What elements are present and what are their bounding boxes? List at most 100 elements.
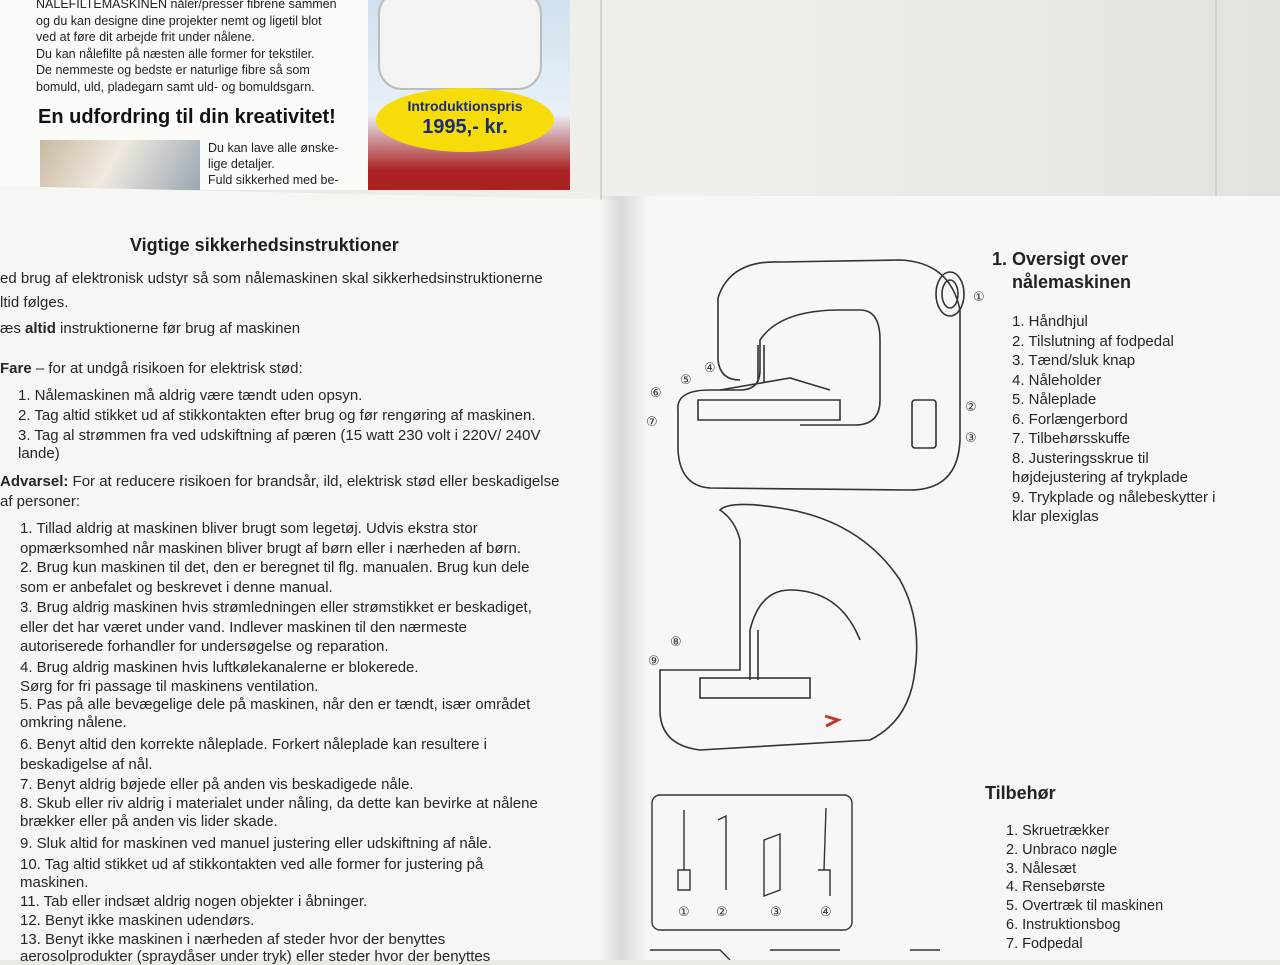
accessory-item: 3. Nålesæt [1006,860,1077,877]
warning-item: brækker eller på anden vis lider skade. [20,813,278,830]
part-item: klar plexiglas [1012,508,1099,525]
wall-plank-seam [1215,0,1217,200]
accessories-drawing [650,794,940,960]
read-prefix: æs [0,320,26,337]
warning-item: 8. Skub eller riv aldrig i materialet un… [20,795,538,812]
brochure-felting-photo [40,140,200,190]
booklet-right-page [618,196,1280,960]
callout-8: ⑧ [670,635,682,650]
part-item: 8. Justeringsskrue til [1012,449,1149,467]
booklet-left-page [0,186,640,960]
intro-line: ltid følges. [0,294,69,311]
accessory-item: 4. Rensebørste [1006,879,1106,896]
machine-diagram: ① ② ③ ④ ⑤ ⑥ ⑦ ⑧ ⑨ ① ② ③ ④ [646,259,985,960]
callout-7: ⑦ [646,415,658,430]
warning-item: 9. Sluk altid for maskinen ved manuel ju… [20,835,492,852]
warning-item: opmærksomhed når maskinen bliver brugt a… [20,540,522,557]
brochure-small-line: lige detaljer. [208,157,275,171]
warning-text: For at reducere risikoen for brandsår, i… [68,473,560,490]
accessory-callout-3: ③ [770,905,782,920]
callout-1: ① [973,290,985,305]
accessory-item: 2. Unbraco nøgle [1006,841,1118,858]
brochure-heading: En udfordring til din kreativitet! [38,106,336,128]
accessory-item: 7. Fodpedal [1006,935,1083,952]
callout-6: ⑥ [650,386,662,401]
accessory-item: 5. Overtræk til maskinen [1006,898,1164,915]
warning-item: 3. Brug aldrig maskinen hvis strømlednin… [20,599,532,616]
accessories-list: 1. Skruetrækker 2. Unbraco nøgle 3. Nåle… [1006,822,1163,954]
warning-item: 12. Benyt ikke maskinen udendørs. [20,912,255,929]
danger-heading: Fare – for at undgå risikoen for elektri… [0,360,303,377]
price-badge-label: Introduktionspris [407,98,523,114]
warning-item: autoriserede forhandler for undersøgelse… [20,638,389,655]
brochure-line: ved at føre dit arbejde frit under nålen… [36,30,255,44]
price-badge-price: 1995,- kr. [422,116,508,138]
accessory-callout-2: ② [716,905,728,920]
warning-item: maskinen. [20,874,89,891]
read-suffix: instruktionerne før brug af maskinen [55,320,301,337]
brochure-line: og du kan designe dine projekter nemt og… [36,13,322,28]
part-item: 4. Nåleholder [1012,371,1102,389]
warning-item: 10. Tag altid stikket ud af stikkontakte… [20,856,484,873]
warning-item: 5. Pas på alle bevægelige dele på maskin… [20,696,531,713]
accessory-callout-1: ① [678,905,690,920]
warning-item: 13. Benyt ikke maskinen i nærheden af st… [20,931,446,948]
part-item: 3. Tænd/sluk knap [1012,352,1136,369]
callout-2: ② [965,400,977,415]
brochure: NÅLEFILTEMASKINEN nåler/presser fibrene … [0,0,570,190]
warning-text-2: af personer: [0,493,81,510]
brochure-small-line: Fuld sikkerhed med be- [208,173,339,187]
warning-item: 4. Brug aldrig maskinen hvis luftkølekan… [20,659,419,676]
safety-title: Vigtige sikkerhedsinstruktioner [130,235,399,255]
overview-title-line: 1. Oversigt over [992,249,1129,269]
part-item: højdejustering af trykplade [1012,469,1188,486]
warning-item: beskadigelse af nål. [20,756,153,773]
machine-side-view-drawing [659,503,918,751]
part-item: 6. Forlængerbord [1012,410,1128,428]
part-item: 5. Nåleplade [1012,391,1097,408]
brochure-small-line: Du kan lave alle ønske- [208,141,339,155]
warning-item: omkring nålene. [20,714,127,731]
callout-5: ⑤ [680,373,692,388]
danger-item: 2. Tag altid stikket ud af stikkontakten… [18,407,536,424]
brochure-line: bomuld, uld, pladegarn samt uld- og bomu… [36,79,315,94]
danger-text: – for at undgå risikoen for elektrisk st… [31,360,303,377]
read-bold: altid [25,320,56,337]
callout-3: ③ [965,431,977,446]
brochure-line: NÅLEFILTEMASKINEN nåler/presser fibrene … [36,0,337,11]
danger-item: 3. Tag al strømmen fra ved udskiftning a… [18,427,541,444]
brochure-machine-image [378,0,542,90]
danger-bold: Fare [0,360,32,377]
warning-item: aerosolprodukter (spraydåser under tryk)… [20,948,491,965]
part-item: 7. Tilbehørsskuffe [1012,430,1131,447]
part-item: 1. Håndhjul [1012,313,1088,330]
machine-top-view-drawing [677,259,965,491]
warning-heading: Advarsel: For at reducere risikoen for b… [0,473,559,490]
callout-9: ⑨ [648,654,660,669]
overview-title-line: nålemaskinen [1012,272,1132,292]
accessory-item: 1. Skruetrækker [1006,823,1110,839]
accessories-title: Tilbehør [985,783,1056,803]
warning-item: 11. Tab eller indsæt aldrig nogen objekt… [20,893,368,910]
danger-item: lande) [18,445,60,462]
part-item: 9. Trykplade og nålebeskytter i [1012,488,1216,506]
booklet-gutter-shadow [600,196,648,960]
callout-numbers: ① ② ③ ④ ⑤ ⑥ ⑦ ⑧ ⑨ ① ② ③ ④ [646,290,985,920]
read-instructions-line: æs altid instruktionerne før brug af mas… [0,320,300,337]
brochure-small-text: Du kan lave alle ønske- lige detaljer. F… [208,140,339,188]
callout-4: ④ [704,361,716,376]
warning-item: som er anbefalet og beskrevet i denne ma… [20,579,333,596]
overview-title: 1. Oversigt over nålemaskinen [992,248,1131,294]
warning-bold: Advarsel: [0,473,69,490]
price-badge: Introduktionspris 1995,- kr. [376,88,554,152]
accessory-callout-4: ④ [820,905,832,920]
danger-item: 1. Nålemaskinen må aldrig være tændt ude… [18,387,363,404]
brochure-line: De nemmeste og bedste er naturlige fibre… [36,63,310,77]
part-item: 2. Tilslutning af fodpedal [1012,332,1174,350]
warning-item: 2. Brug kun maskinen til det, den er ber… [20,559,530,576]
warning-item: 6. Benyt altid den korrekte nåleplade. F… [20,736,487,753]
intro-line: ed brug af elektronisk udstyr så som nål… [0,270,543,287]
parts-list: 1. Håndhjul 2. Tilslutning af fodpedal 3… [1012,312,1215,527]
accessory-item: 6. Instruktionsbog [1006,916,1121,933]
brochure-text: NÅLEFILTEMASKINEN nåler/presser fibrene … [36,0,366,95]
